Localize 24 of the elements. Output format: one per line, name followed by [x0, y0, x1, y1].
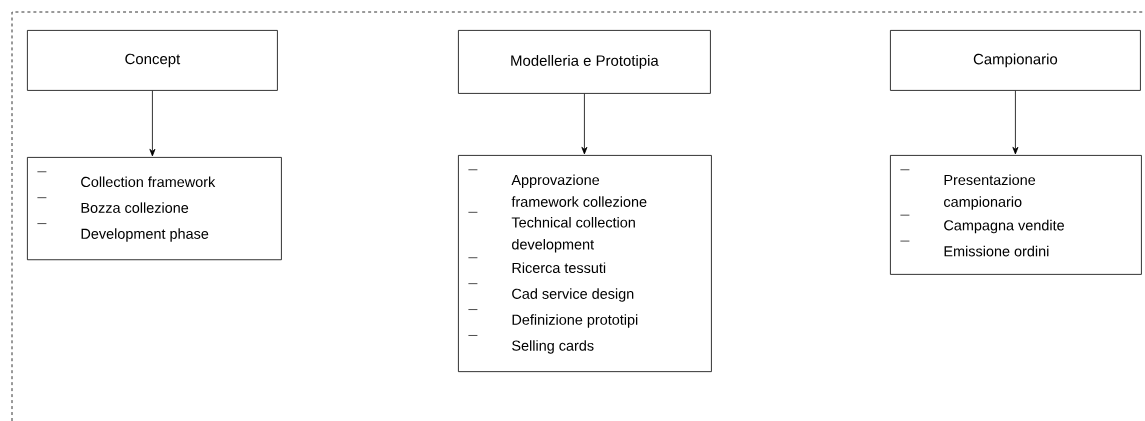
task-list-box: [458, 155, 712, 373]
arrow: [149, 90, 156, 157]
arrow: [581, 93, 588, 155]
arrow: [1012, 90, 1019, 155]
list-item: Technical collection development: [511, 217, 635, 253]
list-item: Ricerca tessuti: [512, 262, 606, 273]
stage-label: Modelleria e Prototipia: [511, 54, 659, 69]
task-list-box: [890, 155, 1142, 275]
stage-label: Concept: [125, 53, 181, 68]
list-item: Selling cards: [512, 340, 594, 354]
stage-box: [27, 30, 278, 91]
list-item: Development phase: [81, 228, 209, 242]
stage-label: Campionario: [973, 53, 1058, 68]
stage-box: [890, 30, 1141, 91]
list-item: Cad service design: [512, 288, 634, 302]
stage-box: [458, 30, 711, 94]
list-item: Approvazione framework collezione: [511, 174, 647, 207]
list-item: Presentazione campionario: [944, 174, 1036, 210]
list-item: Emissione ordini: [944, 245, 1049, 257]
list-item: Bozza collezione: [81, 202, 189, 213]
task-list-box: [27, 157, 282, 261]
list-item: Collection framework: [81, 176, 216, 188]
list-item: Definizione prototipi: [512, 314, 638, 328]
list-item: Campagna vendite: [944, 219, 1064, 234]
